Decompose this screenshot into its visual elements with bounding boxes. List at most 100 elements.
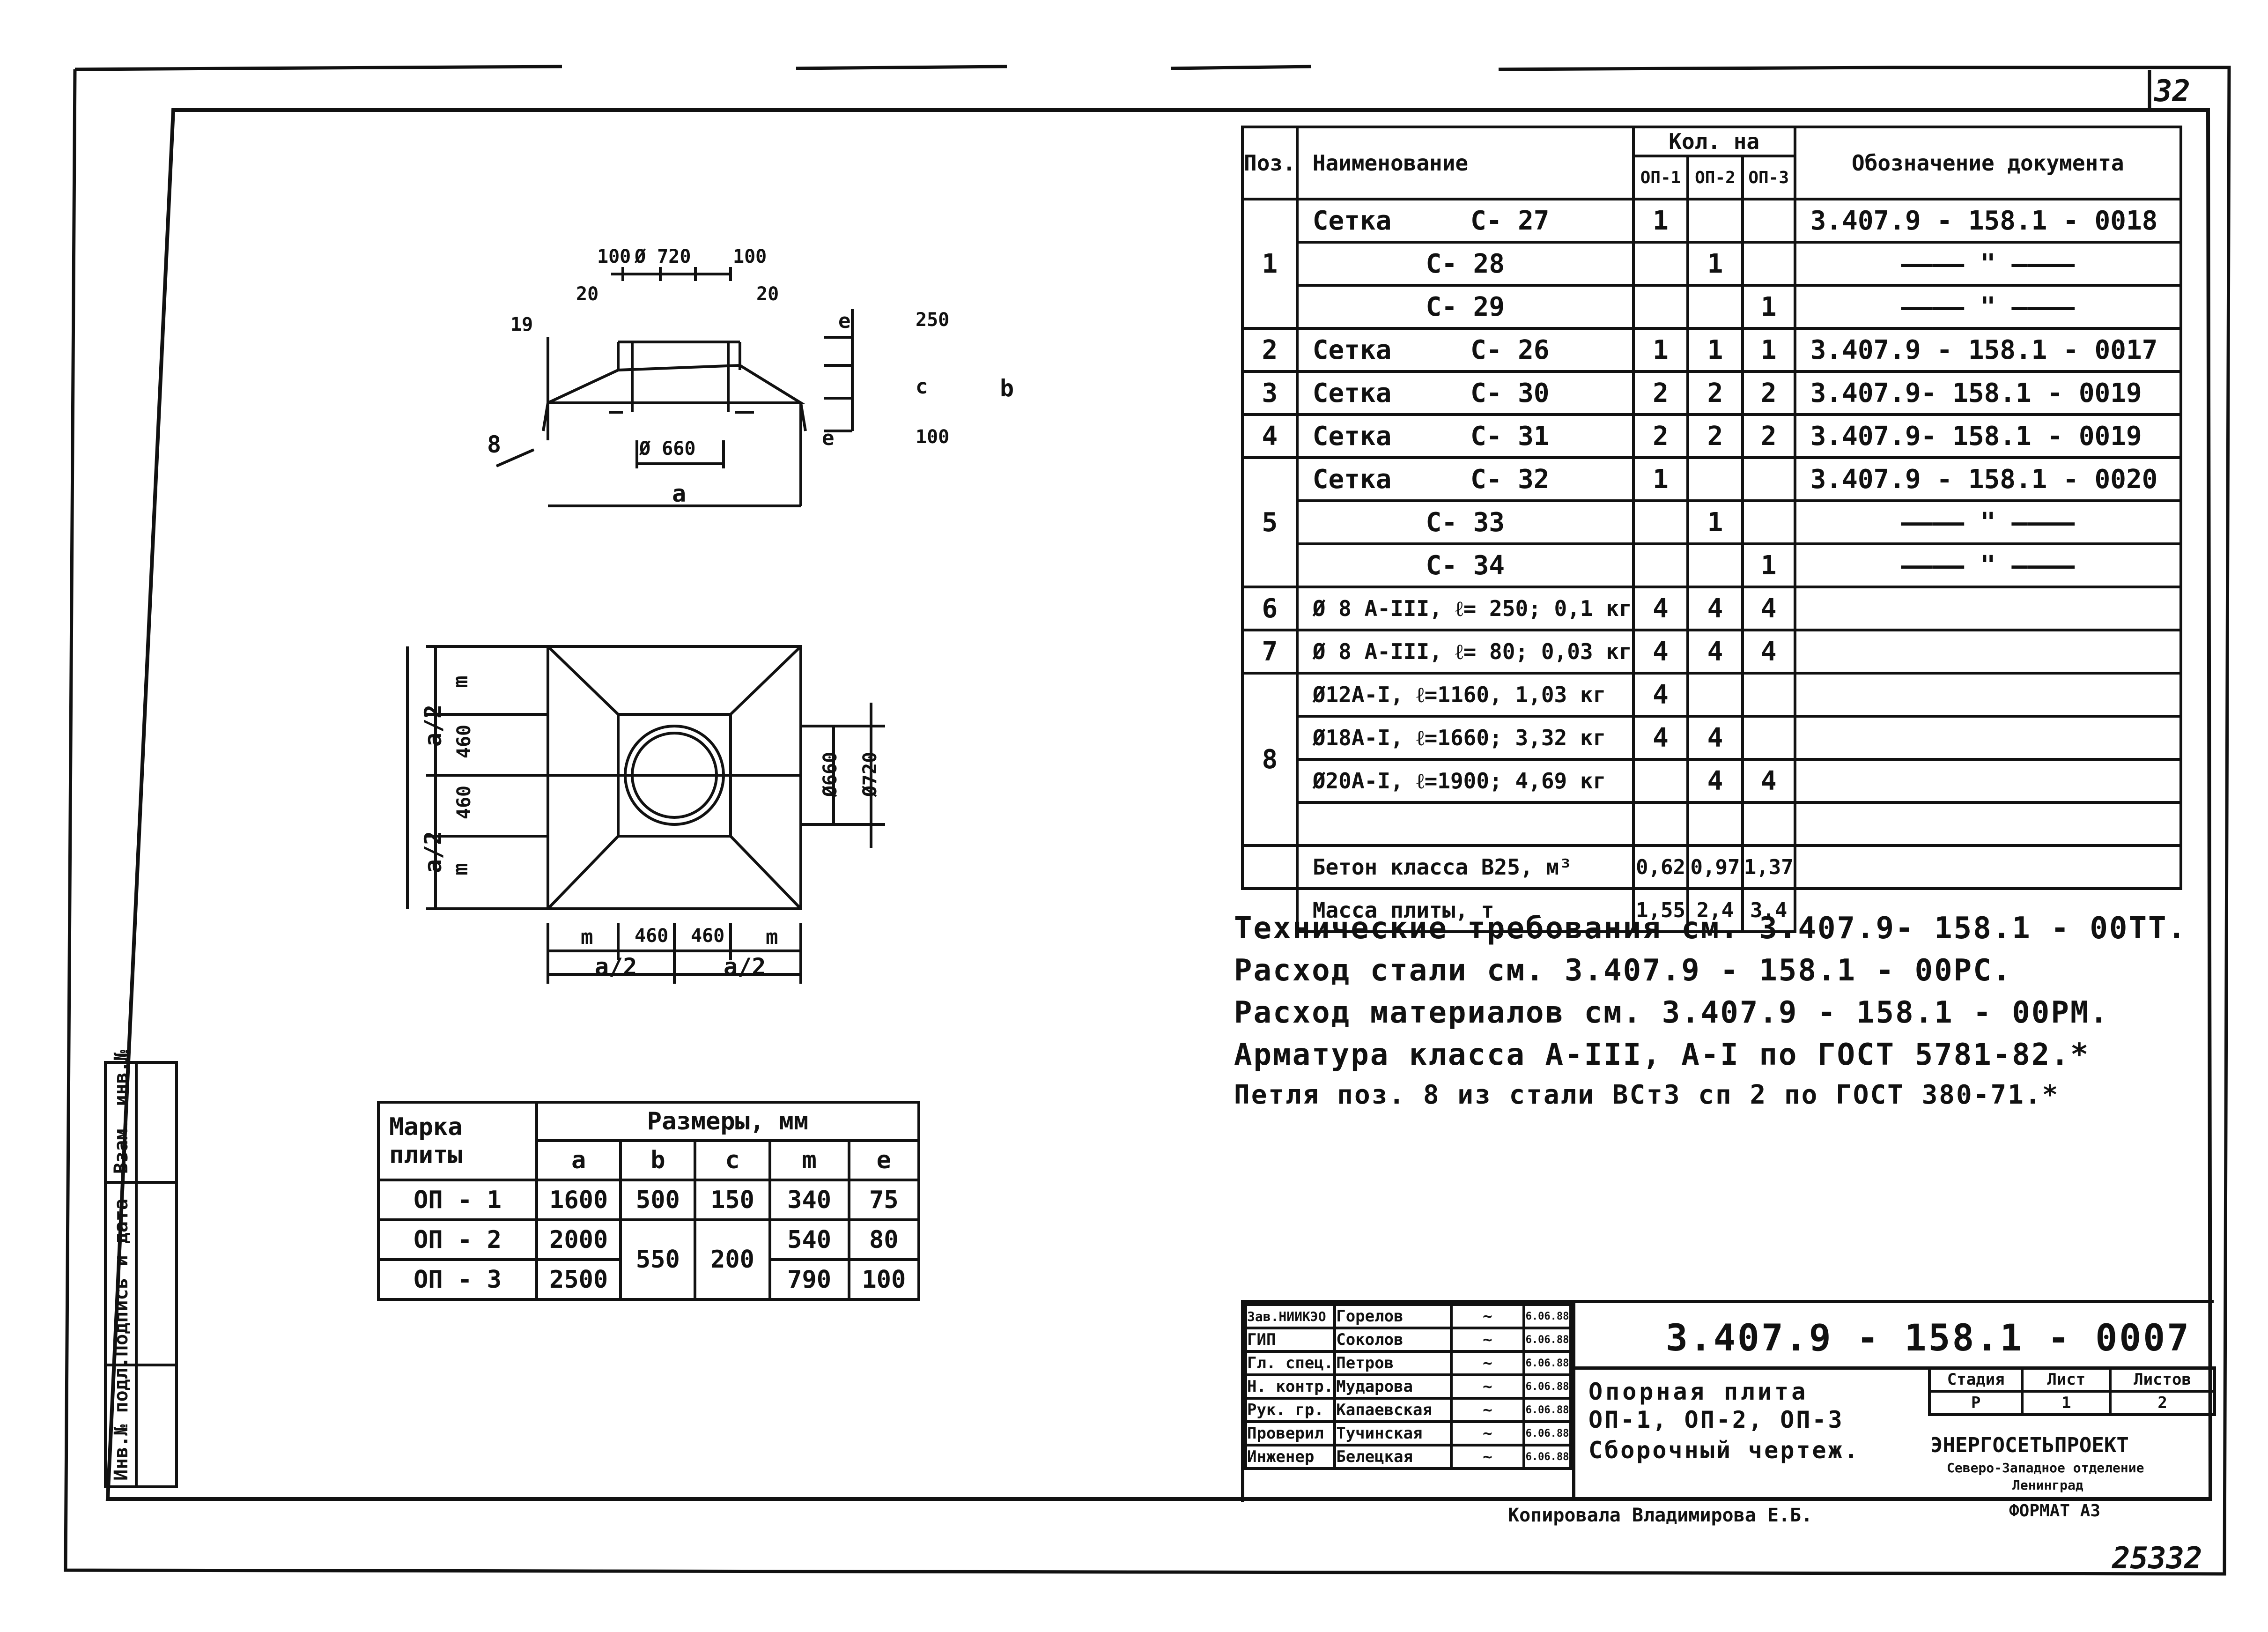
spec-name: Сетка С- 30 (1295, 370, 1635, 416)
spec-name (1295, 801, 1635, 847)
section-dim-250: 250 (916, 309, 950, 331)
dims-mark: ОП - 1 (377, 1179, 538, 1221)
table-row: 8 Ø12А-I, ℓ=1160, 1,03 кг 4 (1241, 672, 2183, 847)
spec-pos: 1 (1241, 198, 1299, 330)
plan-dim-a2-top: a/2 (420, 704, 447, 747)
dims-mark: ОП - 3 (377, 1258, 538, 1301)
spec-q1: 4 (1632, 629, 1690, 675)
section-dim-100-bottom: 100 (916, 426, 950, 448)
title-line-1: Опорная плита (1588, 1378, 1809, 1405)
signer-name: Петров (1333, 1350, 1453, 1376)
table-row: Масса плиты, т 1,55 2,4 3,4 (1242, 887, 2181, 933)
sheet-value: 1 (2021, 1390, 2112, 1416)
spec-q3: 1 (1741, 327, 1796, 373)
plan-dim-a2-bottom: a/2 (420, 831, 447, 874)
copied-by: Копировала Владимирова Е.Б. (1508, 1505, 1813, 1526)
sheets-value: 2 (2109, 1390, 2216, 1416)
spec-header-op3: ОП-3 (1741, 155, 1796, 200)
spec-q1: 4 (1632, 586, 1690, 631)
side-stamp-sign: Подпись и дата (111, 1198, 132, 1357)
spec-pos: 4 (1241, 413, 1299, 459)
signer-role: Проверил (1244, 1420, 1337, 1447)
plan-dim-460-left: 460 (635, 925, 669, 947)
doc-code: 3.407.9 - 158.1 - 0007 (1666, 1317, 2191, 1359)
spec-header-qty: Кол. на (1632, 126, 1796, 157)
table-row: 5 Сетка С- 32 1 3.407.9 - 158.1 - 0020 (1241, 456, 2183, 588)
spec-q2 (1686, 456, 1744, 502)
spec-q3: 2 (1741, 370, 1796, 416)
spec-doc (1793, 844, 2183, 890)
section-dim-100-right: 100 (733, 246, 767, 267)
signer-date: 6.06.88 (1522, 1397, 1572, 1423)
dims-e: 100 (847, 1258, 921, 1301)
spec-doc: 3.407.9- 158.1 - 0019 (1793, 413, 2183, 459)
spec-pos (1242, 887, 1299, 932)
table-row: С- 29 1 ———— " ———— (1242, 284, 2183, 330)
signer-date: 6.06.88 (1522, 1420, 1572, 1447)
signer-date: 6.06.88 (1522, 1444, 1572, 1470)
table-row: Ø20А-I, ℓ=1900; 4,69 кг 4 4 (1242, 758, 2183, 804)
org-sub-1: Северо-Западное отделение (1947, 1460, 2144, 1476)
sheet-label: Лист (2021, 1366, 2112, 1393)
section-dim-b: b (1000, 375, 1014, 402)
spec-doc: ———— " ———— (1793, 499, 2183, 545)
spec-q3: 3,4 (1741, 887, 1796, 933)
spec-q1: 4 (1632, 672, 1690, 718)
title-line-2: ОП-1, ОП-2, ОП-3 (1588, 1406, 1844, 1433)
plan-dim-m-right: m (766, 925, 778, 949)
plan-dim-d720: Ø720 (859, 751, 881, 797)
table-row: ОП - 3 2500 790 100 (377, 1258, 921, 1301)
signature: ~ (1449, 1373, 1526, 1400)
section-dim-e-bottom: e (822, 426, 835, 450)
plan-dim-460-bottom: 460 (453, 785, 475, 820)
dims-a: 2500 (535, 1258, 622, 1301)
spec-name: Сетка С- 32 (1295, 456, 1635, 502)
dims-mark: ОП - 2 (377, 1218, 538, 1261)
signer-role: Н. контр. (1244, 1373, 1337, 1400)
spec-q1: 1 (1632, 456, 1690, 502)
spec-pos: 2 (1241, 327, 1299, 373)
plan-dim-460-right: 460 (691, 925, 725, 947)
plan-dim-a2-left: a/2 (595, 953, 637, 980)
spec-doc: 3.407.9 - 158.1 - 0020 (1793, 456, 2183, 502)
spec-q3 (1741, 715, 1796, 761)
spec-q2: 2 (1686, 370, 1744, 416)
signature: ~ (1449, 1350, 1526, 1376)
spec-doc (1793, 586, 2183, 631)
section-dim-d660: Ø 660 (639, 438, 696, 460)
spec-table: Поз. Наименование Кол. на Обозначение до… (1241, 126, 2183, 933)
spec-name: Ø18А-I, ℓ=1660; 3,32 кг (1295, 715, 1635, 761)
plan-dim-m-top: m (448, 675, 473, 688)
plan-drawing (406, 645, 885, 984)
section-dim-d720: Ø 720 (635, 246, 691, 267)
spec-q3 (1741, 241, 1796, 287)
table-row: 2 Сетка С- 26 1 1 1 3.407.9 - 158.1 - 00… (1241, 327, 2183, 373)
table-row: С- 28 1 ———— " ———— (1242, 241, 2183, 287)
table-row: С- 34 1 ———— " ———— (1242, 542, 2183, 588)
spec-doc (1793, 629, 2183, 675)
spec-name: Масса плиты, т (1295, 887, 1635, 933)
spec-name: Сетка С- 27 (1295, 198, 1635, 244)
spec-q3 (1741, 198, 1796, 244)
spec-q3: 4 (1741, 758, 1796, 804)
dims-col-e: e (847, 1139, 921, 1181)
dims-col-a: a (535, 1139, 622, 1181)
dims-e: 80 (847, 1218, 921, 1261)
dims-e: 75 (847, 1179, 921, 1221)
spec-q1: 1 (1632, 327, 1690, 373)
spec-doc: 3.407.9 - 158.1 - 0017 (1793, 327, 2183, 373)
signature: ~ (1449, 1327, 1526, 1353)
spec-q3: 1 (1741, 284, 1796, 330)
section-dim-c: c (916, 375, 928, 399)
spec-pos: 7 (1241, 629, 1299, 675)
org-name: ЭНЕРГОСЕТЬПРОЕКТ (1930, 1433, 2129, 1457)
spec-name: С- 34 (1295, 542, 1635, 588)
side-stamp-replace: Взам. инв.№ (111, 1050, 132, 1174)
table-row: Бетон класса В25, м³ 0,62 0,97 1,37 (1241, 844, 2183, 890)
spec-q2: 4 (1686, 629, 1744, 675)
